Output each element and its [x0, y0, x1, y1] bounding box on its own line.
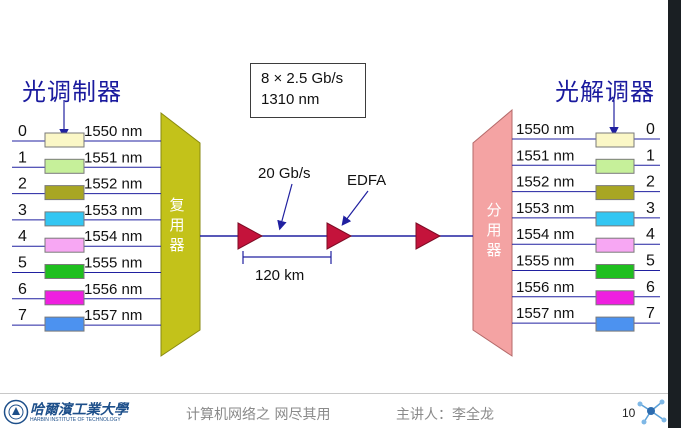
- input-channel-wavelength: 1553 nm: [84, 202, 142, 219]
- page-number: 10: [622, 406, 636, 420]
- amplifier-triangle: [326, 222, 353, 250]
- link-rate-arrow: [277, 183, 293, 231]
- modulator-box: [44, 237, 85, 253]
- input-channel-index: 5: [18, 255, 27, 272]
- input-channel-wavelength: 1552 nm: [84, 176, 142, 193]
- output-channel-wavelength: 1557 nm: [516, 305, 574, 322]
- demodulator-box: [595, 158, 635, 174]
- multiplexer-shape: [160, 111, 201, 357]
- footer: [0, 392, 668, 428]
- link-rate-label: 20 Gb/s: [258, 165, 311, 182]
- input-channel-index: 1: [18, 149, 27, 166]
- demodulator-title: 光解调器: [555, 78, 655, 106]
- output-channel-index: 4: [646, 226, 655, 243]
- course-title: 计算机网络之 网尽其用: [186, 407, 331, 423]
- output-channel-wavelength: 1555 nm: [516, 253, 574, 270]
- demodulator-box: [595, 290, 635, 306]
- demultiplexer-label: 分用器: [486, 201, 502, 259]
- university-name-en: HARBIN INSTITUTE OF TECHNOLOGY: [30, 417, 121, 423]
- demodulator-box: [595, 185, 635, 201]
- demodulator-box: [595, 264, 635, 279]
- university-logo-icon: [3, 399, 29, 425]
- modulator-box: [44, 264, 85, 279]
- input-channel-wavelength: 1556 nm: [84, 281, 142, 298]
- window-edge: [668, 0, 681, 428]
- info-box-rate: 8 × 2.5 Gb/s: [261, 70, 344, 87]
- modulator-box: [44, 132, 85, 148]
- edfa-arrow: [341, 190, 369, 226]
- wdm-diagram: 0 1550 nm 1550 nm 0 1 1551 nm 1551 nm 1 2 1552 nm…: [12, 100, 660, 357]
- info-box: 8 × 2.5 Gb/s 1310 nm: [250, 63, 366, 118]
- output-channel-wavelength: 1556 nm: [516, 279, 574, 296]
- demodulator-box: [595, 132, 635, 148]
- output-channel-index: 2: [646, 174, 655, 191]
- output-channel-index: 1: [646, 147, 655, 164]
- input-channel-index: 3: [18, 202, 27, 219]
- demodulator-box: [595, 316, 635, 332]
- demodulator-box: [595, 237, 635, 253]
- input-channel-index: 4: [18, 228, 27, 245]
- output-channel-wavelength: 1554 nm: [516, 226, 574, 243]
- output-channel-index: 5: [646, 253, 655, 270]
- input-channel-index: 7: [18, 307, 27, 324]
- lecturer-name: 主讲人：李全龙: [396, 407, 494, 423]
- modulator-box: [44, 316, 85, 332]
- output-channel-index: 7: [646, 305, 655, 322]
- university-name: 哈爾濱工業大學: [30, 402, 128, 418]
- amplifier-triangle: [415, 222, 442, 250]
- amplifier-triangle: [237, 222, 264, 250]
- input-channel-index: 2: [18, 176, 27, 193]
- modulator-box: [44, 158, 85, 174]
- output-channel-index: 0: [646, 121, 655, 138]
- output-channel-index: 3: [646, 200, 655, 217]
- modulator-title: 光调制器: [22, 78, 122, 106]
- demultiplexer-shape: [472, 108, 513, 357]
- modulator-box: [44, 290, 85, 306]
- span-label: 120 km: [255, 267, 304, 284]
- output-channel-wavelength: 1550 nm: [516, 121, 574, 138]
- input-channel-wavelength: 1555 nm: [84, 255, 142, 272]
- input-channel-index: 6: [18, 281, 27, 298]
- modulator-box: [44, 185, 85, 201]
- output-channel-wavelength: 1551 nm: [516, 147, 574, 164]
- input-channel-wavelength: 1557 nm: [84, 307, 142, 324]
- info-box-wavelength: 1310 nm: [261, 91, 320, 108]
- output-channel-wavelength: 1553 nm: [516, 200, 574, 217]
- modulator-box: [44, 211, 85, 227]
- demodulator-box: [595, 211, 635, 227]
- edfa-label: EDFA: [347, 172, 386, 189]
- input-channel-index: 0: [18, 123, 27, 140]
- network-decoration-icon: [637, 399, 667, 425]
- output-channel-wavelength: 1552 nm: [516, 174, 574, 191]
- input-channel-wavelength: 1554 nm: [84, 228, 142, 245]
- output-channel-index: 6: [646, 279, 655, 296]
- footer-divider: [0, 393, 668, 394]
- input-channel-wavelength: 1551 nm: [84, 149, 142, 166]
- multiplexer-label: 复用器: [169, 196, 185, 254]
- input-channel-wavelength: 1550 nm: [84, 123, 142, 140]
